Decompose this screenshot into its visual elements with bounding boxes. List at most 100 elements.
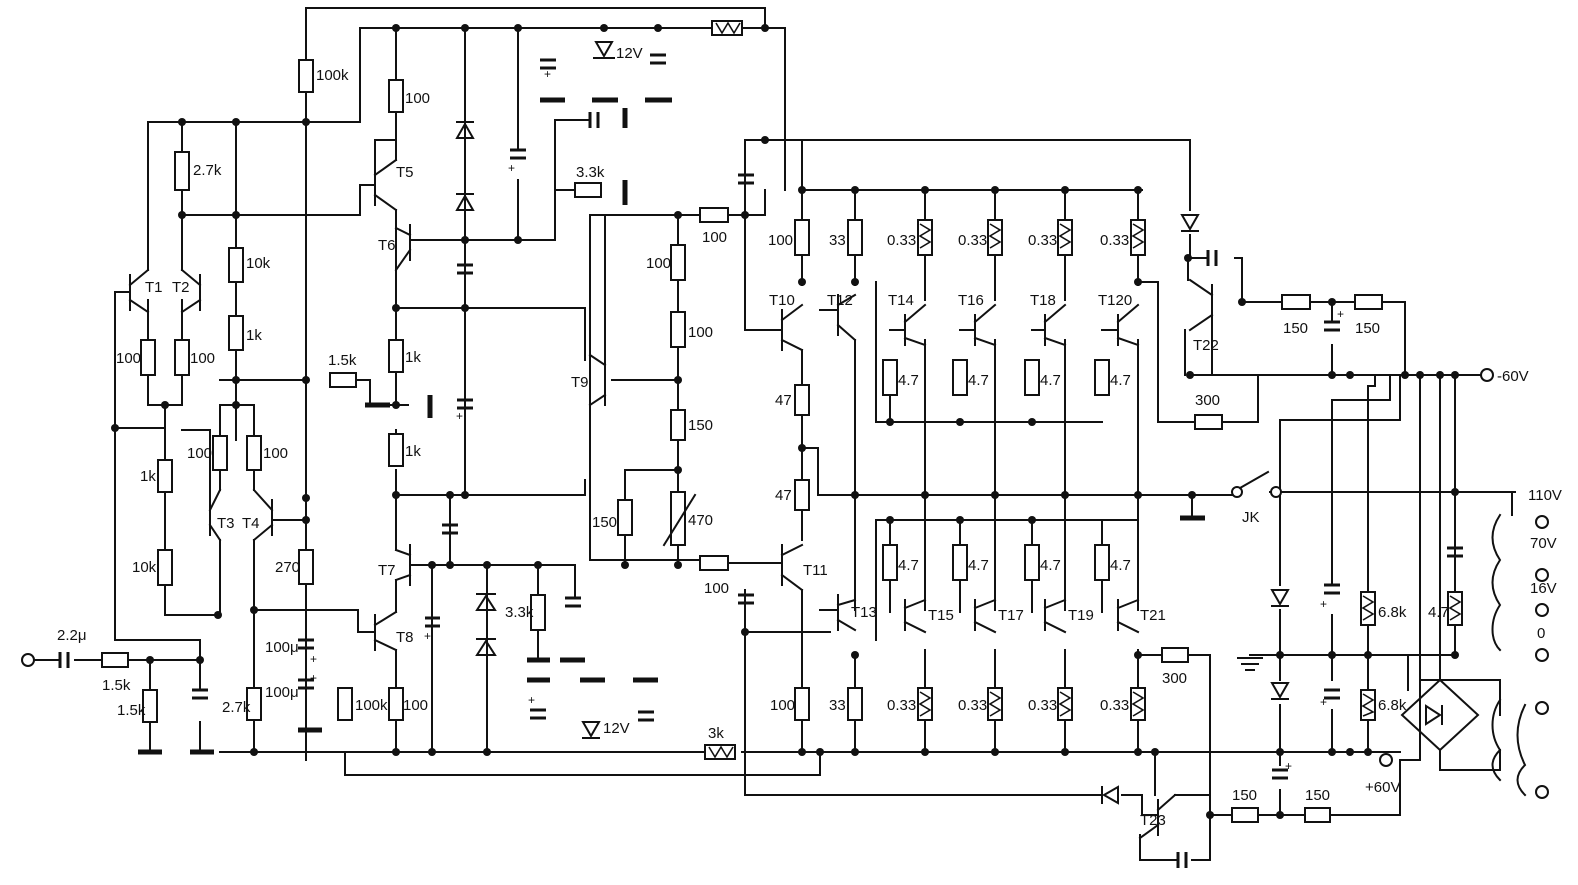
label-r150-d: 150	[592, 514, 617, 531]
label-t2: T2	[172, 279, 190, 296]
label-neg-supply: -60V	[1497, 368, 1529, 385]
ground-bars	[138, 97, 1263, 755]
label-r033-5: 0.33	[887, 697, 916, 714]
svg-text:+: +	[544, 67, 551, 81]
terminals	[21, 368, 1549, 799]
svg-text:+: +	[1337, 307, 1344, 321]
label-r150-v: 150	[688, 417, 713, 434]
label-r100-t1: 100	[116, 350, 141, 367]
label-t3: T3	[217, 515, 235, 532]
label-pos-supply: +60V	[1365, 779, 1400, 796]
label-t11: T11	[803, 562, 828, 579]
label-r2k7-top: 2.7k	[193, 162, 222, 179]
label-t120: T120	[1098, 292, 1132, 309]
label-r100-d2: 100	[704, 580, 729, 597]
svg-text:+: +	[310, 671, 317, 685]
label-t13: T13	[851, 604, 877, 621]
label-r47-b: 47	[775, 487, 792, 504]
transistor-symbols	[128, 158, 1214, 840]
label-zener-bot: 12V	[603, 720, 630, 737]
label-t18: T18	[1030, 292, 1056, 309]
label-r033-7: 0.33	[1028, 697, 1057, 714]
component-labels: 100k 100 2.7k 10k 1k 100 100 1.5k 1k 1k …	[57, 45, 1562, 804]
label-r100-t11: 100	[770, 697, 795, 714]
label-r10k-left: 10k	[132, 559, 157, 576]
label-r2k7-bot: 2.7k	[222, 699, 251, 716]
label-r47-e1: 4.7	[898, 372, 919, 389]
label-tap-70v: 70V	[1530, 535, 1557, 552]
label-r100-t4: 100	[263, 445, 288, 462]
label-r470-v: 470	[688, 512, 713, 529]
label-r150-ps2: 150	[1355, 320, 1380, 337]
wirewound-resistors	[704, 20, 1463, 760]
svg-text:+: +	[528, 693, 535, 707]
wire-network	[34, 7, 1516, 861]
label-r150-ps3: 150	[1232, 787, 1257, 804]
label-r100k-top: 100k	[316, 67, 349, 84]
label-r033-2: 0.33	[958, 232, 987, 249]
label-r47-e6: 4.7	[968, 557, 989, 574]
label-r300-b: 300	[1162, 670, 1187, 687]
svg-text:+: +	[508, 161, 515, 175]
polarity-marks: + + + + + + + + + + +	[310, 67, 1344, 773]
label-tap-16v: 16V	[1530, 580, 1557, 597]
label-r1k5-in-s: 1.5k	[102, 677, 131, 694]
label-r150-ps4: 150	[1305, 787, 1330, 804]
label-r10k-a: 10k	[246, 255, 271, 272]
label-tap-0: 0	[1537, 625, 1545, 642]
label-t21: T21	[1140, 607, 1166, 624]
label-r033-4: 0.33	[1100, 232, 1129, 249]
label-r100-t3: 100	[187, 445, 212, 462]
label-r33-t13: 33	[829, 697, 846, 714]
label-r150-ps1: 150	[1283, 320, 1308, 337]
label-r47-e5: 4.7	[898, 557, 919, 574]
label-r6k8-a: 6.8k	[1378, 604, 1407, 621]
label-t1: T1	[145, 279, 163, 296]
label-t17: T17	[998, 607, 1024, 624]
label-c100-b: 100μ	[265, 684, 299, 701]
label-t22: T22	[1193, 337, 1219, 354]
label-r4k7-p: 4.7	[1428, 604, 1449, 621]
label-r1k-t6a: 1k	[405, 349, 421, 366]
label-t5: T5	[396, 164, 414, 181]
label-r33-t12: 33	[829, 232, 846, 249]
label-t10: T10	[769, 292, 795, 309]
label-r1k-t6b: 1k	[405, 443, 421, 460]
label-t19: T19	[1068, 607, 1094, 624]
label-r47-e8: 4.7	[1110, 557, 1131, 574]
label-r47-e3: 4.7	[1040, 372, 1061, 389]
label-r033-6: 0.33	[958, 697, 987, 714]
label-r033-8: 0.33	[1100, 697, 1129, 714]
label-r100-t10: 100	[768, 232, 793, 249]
label-r47-a: 47	[775, 392, 792, 409]
label-zener-top: 12V	[616, 45, 643, 62]
label-t6: T6	[378, 237, 396, 254]
svg-text:+: +	[1285, 759, 1292, 773]
label-t16: T16	[958, 292, 984, 309]
label-t15: T15	[928, 607, 954, 624]
label-r300-a: 300	[1195, 392, 1220, 409]
label-r100-t5: 100	[405, 90, 430, 107]
label-r3k3-top: 3.3k	[576, 164, 605, 181]
label-r100-t8: 100	[403, 697, 428, 714]
label-r1k5-mid: 1.5k	[328, 352, 357, 369]
label-r47-e2: 4.7	[968, 372, 989, 389]
svg-text:+: +	[456, 409, 463, 423]
label-r100-t9b: 100	[688, 324, 713, 341]
label-c100-a: 100μ	[265, 639, 299, 656]
label-t14: T14	[888, 292, 914, 309]
label-r6k8-b: 6.8k	[1378, 697, 1407, 714]
svg-text:+: +	[424, 629, 431, 643]
label-r270: 270	[275, 559, 300, 576]
junctions	[111, 24, 1459, 819]
svg-text:+: +	[1320, 695, 1327, 709]
label-t9: T9	[571, 374, 589, 391]
label-tap-110v: 110V	[1528, 487, 1562, 504]
diodes	[455, 41, 1443, 805]
label-wire-3k: 3k	[708, 725, 724, 742]
label-r033-1: 0.33	[887, 232, 916, 249]
label-t4: T4	[242, 515, 260, 532]
label-switch-jk: JK	[1242, 509, 1260, 526]
label-r47-e7: 4.7	[1040, 557, 1061, 574]
